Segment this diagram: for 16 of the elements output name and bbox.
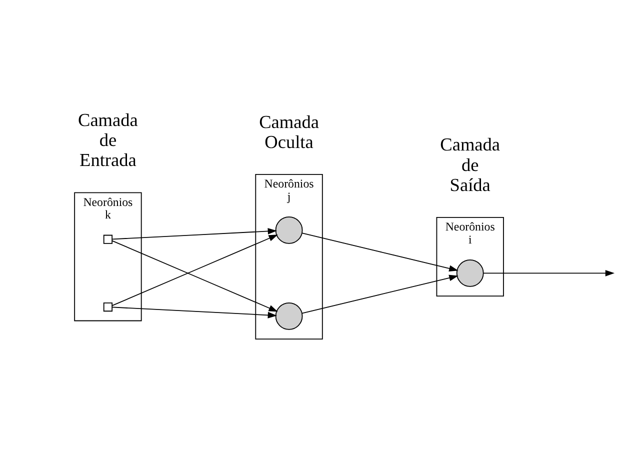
arrow [302, 232, 458, 272]
label: Camada de Entrada [78, 109, 138, 170]
label: Camada de Saída [440, 134, 500, 194]
arrow [482, 269, 615, 276]
arrow [302, 274, 458, 314]
label: Camada Oculta [259, 111, 319, 152]
node-circle [275, 216, 303, 244]
arrow [112, 306, 277, 318]
cluster: Neorônios k [74, 192, 142, 321]
cluster: Neorônios i [436, 216, 504, 296]
arrow [112, 228, 277, 240]
node-circle [275, 302, 303, 330]
cluster: Neorônios j [255, 173, 323, 339]
node-circle [456, 258, 484, 286]
node-box [103, 234, 113, 244]
node-box [103, 302, 113, 312]
